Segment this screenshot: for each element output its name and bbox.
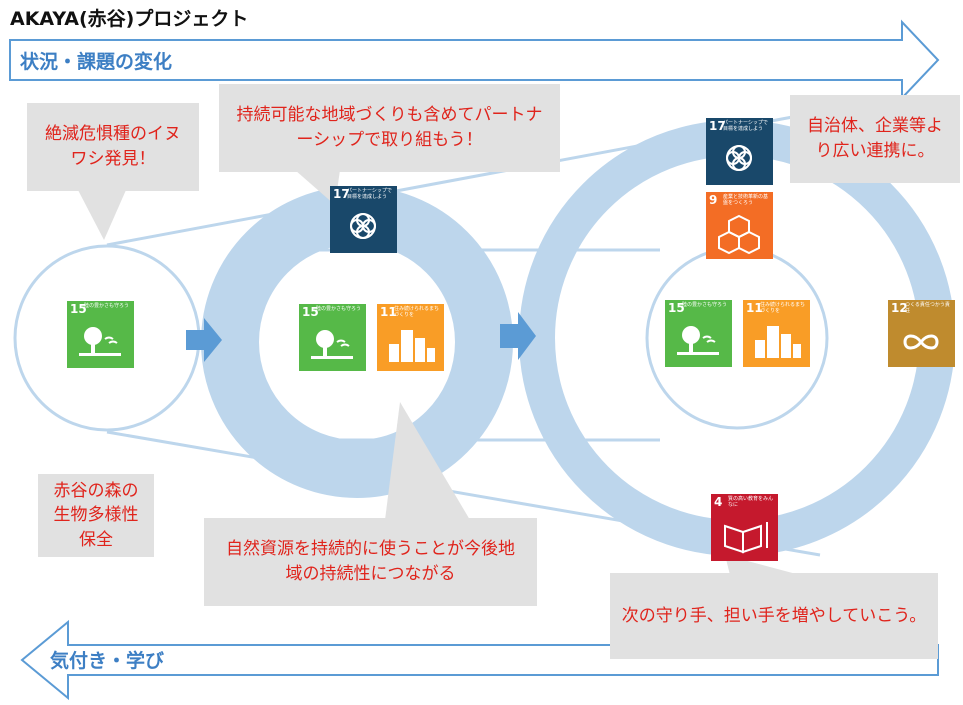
sdg-number: 11 xyxy=(380,305,397,319)
sdg-title: 陸の豊かさも守ろう xyxy=(682,302,728,308)
sdg-number: 17 xyxy=(709,119,726,133)
callout-forest-text: 赤谷の森の生物多様性保全 xyxy=(53,480,139,550)
city-icon xyxy=(389,330,435,362)
flower-icon xyxy=(726,145,752,171)
sdg-number: 4 xyxy=(714,495,723,509)
sdg-number: 15 xyxy=(302,305,319,319)
infinity-icon xyxy=(903,334,939,350)
sdg-title: つくる責任つかう責任 xyxy=(905,302,950,314)
sdg-17-tile: 17 パートナーシップで目標を達成しよう xyxy=(706,118,773,185)
sdg-title: 陸の豊かさも守ろう xyxy=(316,306,362,312)
sdg-12-tile: 12 つくる責任つかう責任 xyxy=(888,300,955,367)
sdg-title: パートナーシップで目標を達成しよう xyxy=(723,120,768,132)
callout-next-text: 次の守り手、担い手を増やしていこう。 xyxy=(621,605,927,626)
sdg-title: 陸の豊かさも守ろう xyxy=(84,303,130,309)
callout-partnership: 持続可能な地域づくりも含めてパートナーシップで取り組もう！ xyxy=(219,84,560,172)
callout-resources: 自然資源を持続的に使うことが今後地域の持続性につながる xyxy=(204,518,537,606)
callout-wider-text: 自治体、企業等より広い連携に。 xyxy=(807,116,943,161)
callout-eagle-text: 絶滅危惧種のイヌワシ発見！ xyxy=(45,124,181,169)
city-icon xyxy=(755,326,801,358)
top-arrow-label: 状況・課題の変化 xyxy=(20,51,173,73)
sdg-15-tile: 15 陸の豊かさも守ろう xyxy=(299,304,366,371)
callout-next: 次の守り手、担い手を増やしていこう。 xyxy=(610,573,938,659)
cubes-icon xyxy=(718,214,760,255)
flower-icon xyxy=(350,213,376,239)
progress-arrow-1 xyxy=(186,318,222,362)
book-icon xyxy=(724,522,768,554)
sdg-15-tile: 15 陸の豊かさも守ろう xyxy=(665,300,732,367)
sdg-title: 産業と技術革新の基盤をつくろう xyxy=(723,194,769,206)
sdg-number: 9 xyxy=(709,193,718,207)
page-title: AKAYA(赤谷)プロジェクト xyxy=(10,8,249,30)
tree-icon xyxy=(311,330,353,359)
callout-resources-text: 自然資源を持続的に使うことが今後地域の持続性につながる xyxy=(226,539,515,584)
sdg-title: 質の高い教育をみんなに xyxy=(728,496,774,508)
progress-arrow-2 xyxy=(500,312,536,360)
bottom-arrow-label: 気付き・学び xyxy=(50,650,165,672)
sdg-title: 住み続けられるまちづくりを xyxy=(760,302,806,314)
bottom-arrow xyxy=(20,619,939,701)
sdg-11-tile: 11 住み続けられるまちづくりを xyxy=(377,304,444,371)
callout-partnership-text: 持続可能な地域づくりも含めてパートナーシップで取り組もう！ xyxy=(236,105,543,150)
sdg-number: 11 xyxy=(746,301,763,315)
sdg-number: 12 xyxy=(891,301,908,315)
sdg-17-tile: 17 パートナーシップで目標を達成しよう xyxy=(330,186,397,253)
callout-eagle: 絶滅危惧種のイヌワシ発見！ xyxy=(27,103,199,191)
sdg-title: パートナーシップで目標を達成しよう xyxy=(347,188,392,200)
top-arrow xyxy=(9,19,940,101)
sdg-number: 15 xyxy=(70,302,87,316)
sdg-title: 住み続けられるまちづくりを xyxy=(394,306,440,318)
tree-icon xyxy=(677,326,719,355)
callout-forest: 赤谷の森の生物多様性保全 xyxy=(38,474,154,557)
sdg-number: 17 xyxy=(333,187,350,201)
sdg-4-tile: 4 質の高い教育をみんなに xyxy=(711,494,778,561)
sdg-number: 15 xyxy=(668,301,685,315)
sdg-15-tile: 15 陸の豊かさも守ろう xyxy=(67,301,134,368)
sdg-9-tile: 9 産業と技術革新の基盤をつくろう xyxy=(706,192,773,259)
tree-icon xyxy=(79,327,121,356)
sdg-11-tile: 11 住み続けられるまちづくりを xyxy=(743,300,810,367)
callout-wider: 自治体、企業等より広い連携に。 xyxy=(790,95,960,183)
